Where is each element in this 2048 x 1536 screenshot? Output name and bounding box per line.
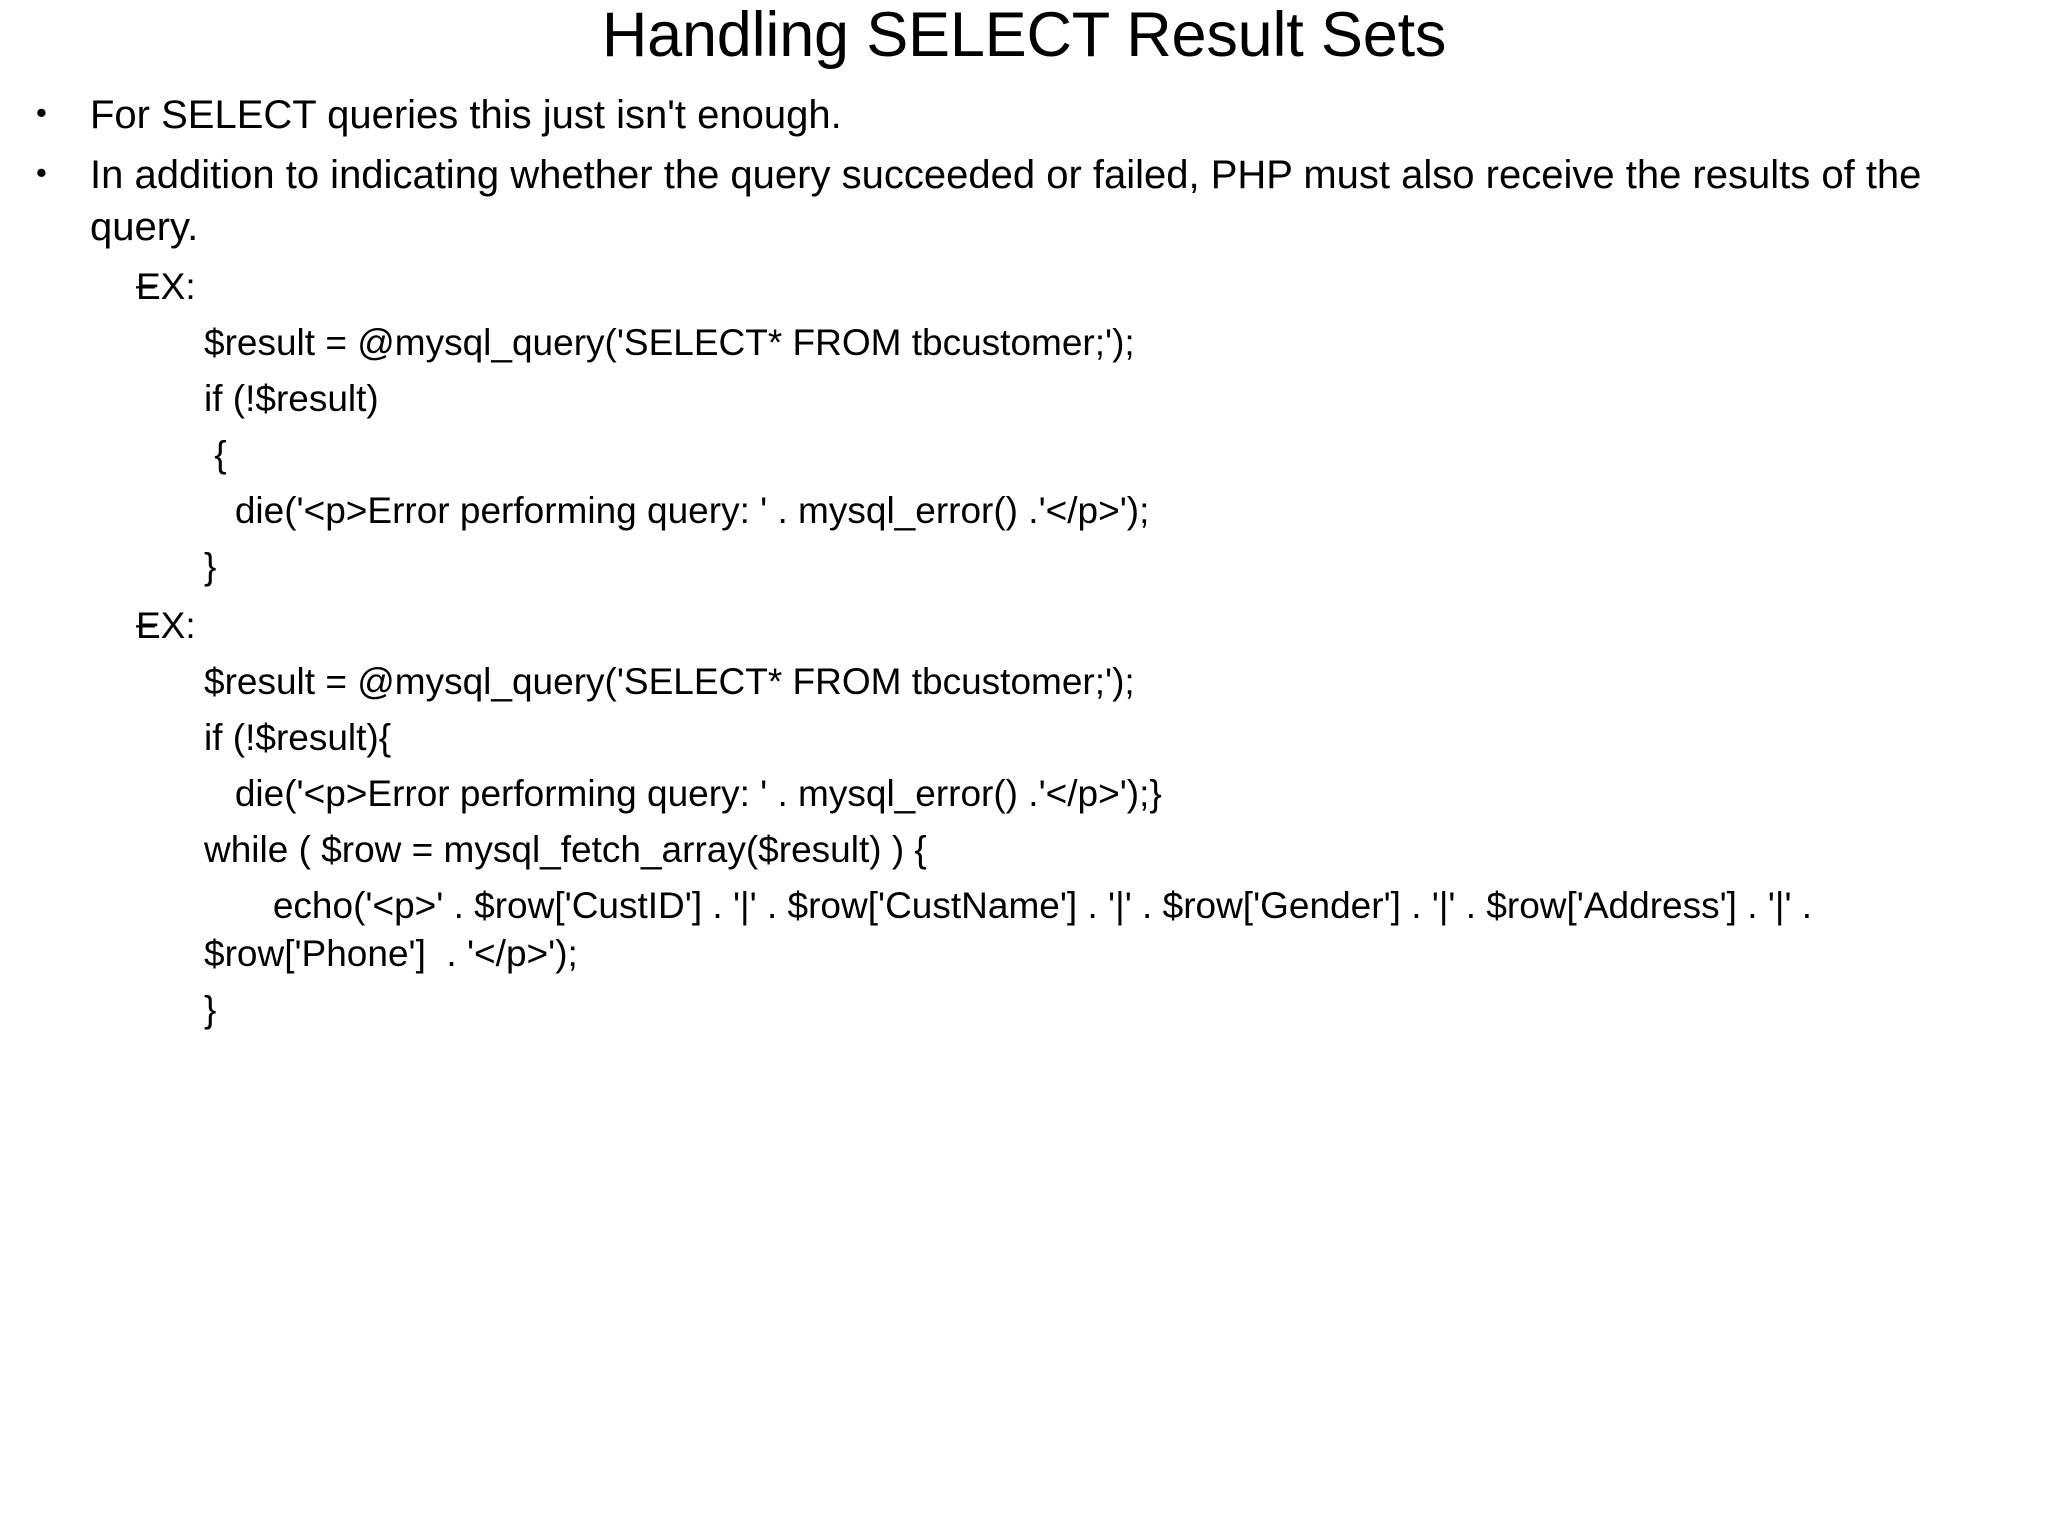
dash-glyph-icon: – [136,266,155,304]
slide-body: • For SELECT queries this just isn't eno… [0,89,2048,1034]
page-title: Handling SELECT Result Sets [601,0,1447,70]
example-label: EX: [136,604,196,646]
code-line: while ( $row = mysql_fetch_array($result… [204,828,927,870]
code-line: $result = @mysql_query('SELECT* FROM tbc… [204,660,1135,702]
bullet-glyph-icon: • [36,95,47,130]
code-line: if (!$result){ [204,716,392,758]
bullet-text: For SELECT queries this just isn't enoug… [90,93,842,137]
list-item: • For SELECT queries this just isn't eno… [18,89,2018,141]
example-label: EX: [136,266,196,307]
list-item: • In addition to indicating whether the … [18,149,2018,253]
code-line: { [204,434,227,476]
code-line: $result = @mysql_query('SELECT* FROM tbc… [204,322,1135,364]
bullet-glyph-icon: • [36,155,47,190]
code-line: die('<p>Error performing query: ' . mysq… [204,490,1150,532]
code-line: die('<p>Error performing query: ' . mysq… [204,772,1162,814]
code-line: echo('<p>' . $row['CustID'] . '|' . $row… [204,885,1823,975]
sub-list-item: – EX: [18,602,2018,650]
code-line: if (!$result) [204,378,379,420]
code-line: } [204,989,217,1031]
bullet-text: In addition to indicating whether the qu… [90,153,1922,249]
dash-glyph-icon: – [136,604,155,643]
code-line: } [204,546,217,588]
sub-list-item: – EX: [18,263,2018,311]
